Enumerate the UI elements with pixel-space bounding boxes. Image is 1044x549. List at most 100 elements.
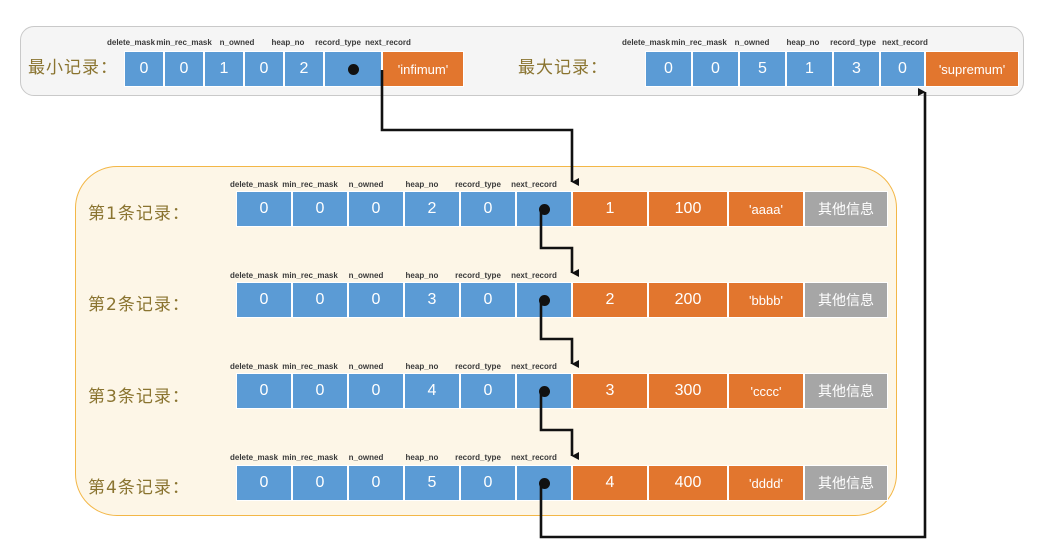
- min-record-cell-delete-mask: 0: [124, 51, 164, 87]
- record-2-cell-delete-mask: 0: [236, 282, 292, 318]
- record-3-cell-n-owned: 0: [348, 373, 404, 409]
- min-record-header-n-owned: n_owned: [219, 38, 255, 47]
- max-record-header-delete-mask: delete_mask: [621, 38, 671, 47]
- max-record-cells: 0 0 5 1 3 0 'supremum': [645, 51, 1019, 87]
- record-3-label: 第3条记录：: [88, 387, 190, 407]
- record-3-other-info: 其他信息: [804, 373, 888, 409]
- min-record-header-next-record: next_record: [365, 38, 411, 47]
- record-4-cell-delete-mask: 0: [236, 465, 292, 501]
- record-2-other-info: 其他信息: [804, 282, 888, 318]
- record-3-header-next-record: next_record: [511, 362, 557, 371]
- max-record-header-heap-no: heap_no: [786, 38, 820, 47]
- record-3-column-2: 300: [648, 373, 728, 409]
- record-3-header-delete-mask: delete_mask: [229, 362, 279, 371]
- next-record-pointer-dot: [347, 63, 359, 75]
- record-4-header-delete-mask: delete_mask: [229, 453, 279, 462]
- record-3-header-n-owned: n_owned: [348, 362, 384, 371]
- wire-record-3-to-record-4: [539, 391, 579, 460]
- record-3-cell-delete-mask: 0: [236, 373, 292, 409]
- next-record-pointer-dot: [538, 385, 550, 397]
- record-4-header-next-record: next_record: [511, 453, 557, 462]
- record-4-cells: 0 0 0 5 0 4 400 'dddd' 其他信息: [236, 465, 888, 501]
- record-2-header-next-record: next_record: [511, 271, 557, 280]
- min-record-cell-heap-no: 0: [244, 51, 284, 87]
- min-record-header-delete-mask: delete_mask: [106, 38, 156, 47]
- next-record-pointer-dot: [538, 294, 550, 306]
- record-4-column-3: 'dddd': [728, 465, 804, 501]
- max-record-cell-heap-no: 1: [786, 51, 833, 87]
- record-2-cell-record-type: 0: [460, 282, 516, 318]
- record-4-label: 第4条记录：: [88, 478, 190, 498]
- max-record-header-next-record: next_record: [882, 38, 928, 47]
- max-record-label: 最大记录：: [518, 58, 608, 78]
- next-record-pointer-dot: [538, 477, 550, 489]
- record-4-cell-n-owned: 0: [348, 465, 404, 501]
- min-record-cells: 0 0 1 0 2 'infimum': [124, 51, 464, 87]
- record-2-cells: 0 0 0 3 0 2 200 'bbbb' 其他信息: [236, 282, 888, 318]
- max-record-cell-min-rec-mask: 0: [692, 51, 739, 87]
- record-1-cell-next-record: [516, 191, 572, 227]
- max-record-cell-next-record: 0: [880, 51, 925, 87]
- record-1-cell-heap-no: 2: [404, 191, 460, 227]
- record-3-column-1: 3: [572, 373, 648, 409]
- min-record-header-min-rec-mask: min_rec_mask: [156, 38, 212, 47]
- record-1-header-record-type: record_type: [455, 180, 501, 189]
- wire-record-1-to-record-2: [539, 209, 579, 277]
- wire-record-2-to-record-3: [539, 300, 579, 368]
- record-1-header-delete-mask: delete_mask: [229, 180, 279, 189]
- record-4-header-min-rec-mask: min_rec_mask: [282, 453, 338, 462]
- record-4-cell-min-rec-mask: 0: [292, 465, 348, 501]
- record-3-cell-record-type: 0: [460, 373, 516, 409]
- record-3-header-min-rec-mask: min_rec_mask: [282, 362, 338, 371]
- record-3-cell-min-rec-mask: 0: [292, 373, 348, 409]
- record-2-header-record-type: record_type: [455, 271, 501, 280]
- record-1-label: 第1条记录：: [88, 204, 190, 224]
- record-2-header-delete-mask: delete_mask: [229, 271, 279, 280]
- min-record-payload: 'infimum': [382, 51, 464, 87]
- min-record-cell-record-type: 2: [284, 51, 324, 87]
- record-3-column-3: 'cccc': [728, 373, 804, 409]
- record-4-cell-heap-no: 5: [404, 465, 460, 501]
- record-3-cells: 0 0 0 4 0 3 300 'cccc' 其他信息: [236, 373, 888, 409]
- record-1-cell-delete-mask: 0: [236, 191, 292, 227]
- record-2-column-3: 'bbbb': [728, 282, 804, 318]
- max-record-cell-record-type: 3: [833, 51, 880, 87]
- record-1-header-heap-no: heap_no: [405, 180, 439, 189]
- record-1-cell-n-owned: 0: [348, 191, 404, 227]
- record-1-other-info: 其他信息: [804, 191, 888, 227]
- record-1-cells: 0 0 0 2 0 1 100 'aaaa' 其他信息: [236, 191, 888, 227]
- wire-record-4-to-supremum: [539, 88, 927, 539]
- next-record-pointer-dot: [538, 203, 550, 215]
- record-2-header-n-owned: n_owned: [348, 271, 384, 280]
- record-2-header-min-rec-mask: min_rec_mask: [282, 271, 338, 280]
- record-4-column-1: 4: [572, 465, 648, 501]
- record-3-header-heap-no: heap_no: [405, 362, 439, 371]
- record-2-column-1: 2: [572, 282, 648, 318]
- record-1-column-3: 'aaaa': [728, 191, 804, 227]
- record-3-cell-next-record: [516, 373, 572, 409]
- max-record-payload: 'supremum': [925, 51, 1019, 87]
- max-record-cell-delete-mask: 0: [645, 51, 692, 87]
- record-2-header-heap-no: heap_no: [405, 271, 439, 280]
- wire-infimum-to-record-1: [380, 70, 579, 186]
- min-record-cell-n-owned: 1: [204, 51, 244, 87]
- min-record-cell-next-record: [324, 51, 382, 87]
- record-1-header-min-rec-mask: min_rec_mask: [282, 180, 338, 189]
- record-2-cell-next-record: [516, 282, 572, 318]
- record-4-other-info: 其他信息: [804, 465, 888, 501]
- max-record-header-min-rec-mask: min_rec_mask: [671, 38, 727, 47]
- min-record-label: 最小记录：: [28, 58, 118, 78]
- record-1-cell-record-type: 0: [460, 191, 516, 227]
- record-4-cell-record-type: 0: [460, 465, 516, 501]
- max-record-header-n-owned: n_owned: [734, 38, 770, 47]
- record-2-cell-min-rec-mask: 0: [292, 282, 348, 318]
- max-record-cell-n-owned: 5: [739, 51, 786, 87]
- record-2-cell-n-owned: 0: [348, 282, 404, 318]
- max-record-header-record-type: record_type: [830, 38, 876, 47]
- record-1-cell-min-rec-mask: 0: [292, 191, 348, 227]
- record-1-header-next-record: next_record: [511, 180, 557, 189]
- record-1-column-1: 1: [572, 191, 648, 227]
- record-1-header-n-owned: n_owned: [348, 180, 384, 189]
- record-4-cell-next-record: [516, 465, 572, 501]
- record-3-cell-heap-no: 4: [404, 373, 460, 409]
